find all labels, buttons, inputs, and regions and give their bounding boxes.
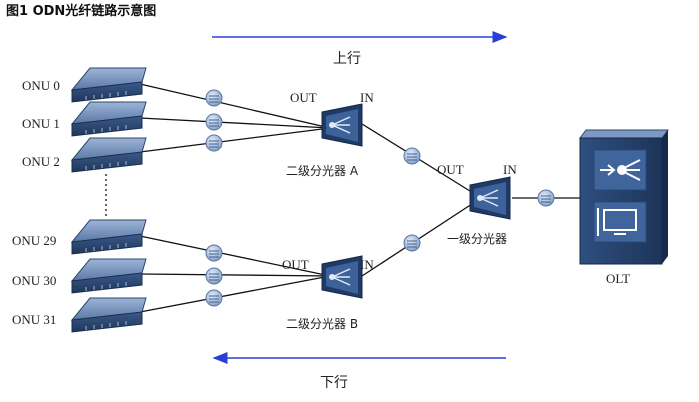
splitter-primary (469, 176, 511, 220)
fiber-lines (105, 83, 582, 313)
onu-device-0 (70, 67, 147, 103)
olt-split-icon (593, 149, 647, 191)
onu-label-1: ONU 1 (22, 116, 60, 131)
splitter-b-out-label: OUT (282, 257, 309, 272)
olt-monitor-icon (593, 201, 647, 243)
splitter-b (321, 255, 363, 299)
splitter-a-in-label: IN (360, 90, 374, 105)
splitter-a (321, 103, 363, 147)
onu-device-30 (70, 258, 147, 294)
downstream-label: 下行 (320, 375, 348, 391)
onu-device-29 (70, 219, 147, 255)
onu-label-0: ONU 0 (22, 78, 60, 93)
splitter-primary-out-label: OUT (437, 162, 464, 177)
onu-label-30: ONU 30 (12, 273, 56, 288)
splitter-primary-label: 一级分光器 (447, 232, 507, 246)
onu-device-1 (70, 101, 147, 137)
onu-device-2 (70, 137, 147, 173)
onu-label-31: ONU 31 (12, 312, 56, 327)
figure-title: 图1 ODN光纤链路示意图 (6, 3, 156, 19)
splitter-b-label: 二级分光器 B (286, 317, 358, 331)
splitter-primary-in-label: IN (503, 162, 517, 177)
splitter-a-out-label: OUT (290, 90, 317, 105)
olt-label: OLT (606, 271, 630, 286)
splitter-a-label: 二级分光器 A (286, 164, 359, 178)
onu-device-31 (70, 297, 147, 333)
olt-device (579, 129, 669, 265)
fiber-connectors (205, 89, 555, 307)
onu-label-2: ONU 2 (22, 154, 60, 169)
onu-label-29: ONU 29 (12, 233, 56, 248)
splitter-b-in-label: IN (360, 257, 374, 272)
upstream-label: 上行 (333, 51, 361, 67)
